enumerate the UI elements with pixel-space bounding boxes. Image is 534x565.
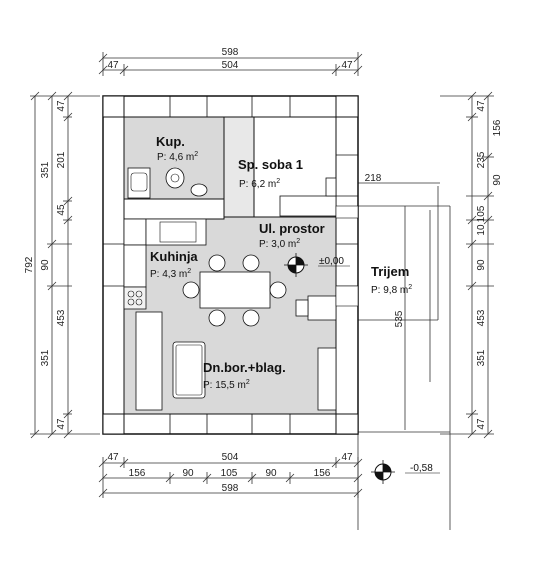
dim-bottom-90-right: 90 (265, 468, 277, 479)
dim-right-105: 105 (476, 205, 487, 222)
left-dimensions (30, 91, 100, 439)
dim-right-351: 351 (476, 349, 487, 366)
dim-right-235: 235 (476, 151, 487, 168)
dim-bottom-504: 504 (222, 452, 239, 463)
right-dimensions (440, 91, 494, 439)
dim-left-351-top: 351 (40, 161, 51, 178)
room-area-spavaca: P: 6,2 m2 (239, 178, 280, 190)
room-area-ulaz: P: 3,0 m2 (259, 238, 300, 250)
room-name-kup: Kup. (156, 134, 185, 149)
room-area-kup: P: 4,6 m2 (157, 151, 198, 163)
dim-bottom-156-right: 156 (314, 468, 331, 479)
room-name-spavaca: Sp. soba 1 (238, 157, 303, 172)
dim-left-47-bottom: 47 (56, 418, 67, 430)
dim-right-10: 10 (476, 224, 487, 236)
dim-right-156: 156 (492, 119, 503, 136)
dim-left-45: 45 (56, 204, 67, 216)
dim-bottom-47-right: 47 (341, 452, 353, 463)
dim-bottom-total: 598 (222, 483, 239, 494)
dim-top-total: 598 (222, 47, 239, 58)
room-area-trijem: P: 9,8 m2 (371, 284, 412, 296)
dim-bottom-156-left: 156 (129, 468, 146, 479)
dim-top-left: 47 (107, 60, 119, 71)
level-marker-floor (284, 253, 308, 277)
dim-left-47-top: 47 (56, 100, 67, 112)
dim-left-total: 792 (24, 256, 35, 273)
dim-top-right: 47 (341, 60, 353, 71)
building (102, 95, 359, 435)
dim-left-90: 90 (40, 259, 51, 271)
dim-left-453: 453 (56, 309, 67, 326)
level-floor-label: ±0,00 (319, 256, 344, 267)
bottom-dimensions (98, 457, 363, 498)
dim-right-90-bottom: 90 (476, 259, 487, 271)
dim-top-mid: 504 (222, 60, 239, 71)
dim-right-453: 453 (476, 309, 487, 326)
porch-outline (357, 182, 451, 530)
dim-porch-depth: 535 (394, 310, 405, 327)
room-area-kuhinja: P: 4,3 m2 (150, 268, 191, 280)
dim-bottom-47-left: 47 (107, 452, 119, 463)
room-name-dnevni: Dn.bor.+blag. (203, 360, 286, 375)
dim-porch-width: 218 (365, 173, 382, 184)
dim-right-47-bottom: 47 (476, 418, 487, 430)
dim-bottom-105: 105 (221, 468, 238, 479)
dim-right-90-top: 90 (492, 174, 503, 186)
dim-right-47-top: 47 (476, 100, 487, 112)
level-marker-terrace (371, 460, 395, 484)
dim-left-351-bottom: 351 (40, 349, 51, 366)
dim-bottom-90-left: 90 (182, 468, 194, 479)
top-dimensions (98, 52, 363, 76)
room-name-kuhinja: Kuhinja (150, 249, 198, 264)
room-area-dnevni: P: 15,5 m2 (203, 379, 250, 391)
room-name-ulaz: Ul. prostor (259, 221, 325, 236)
level-terrace-label: -0,58 (410, 463, 433, 474)
dim-left-201: 201 (56, 151, 67, 168)
room-name-trijem: Trijem (371, 264, 409, 279)
